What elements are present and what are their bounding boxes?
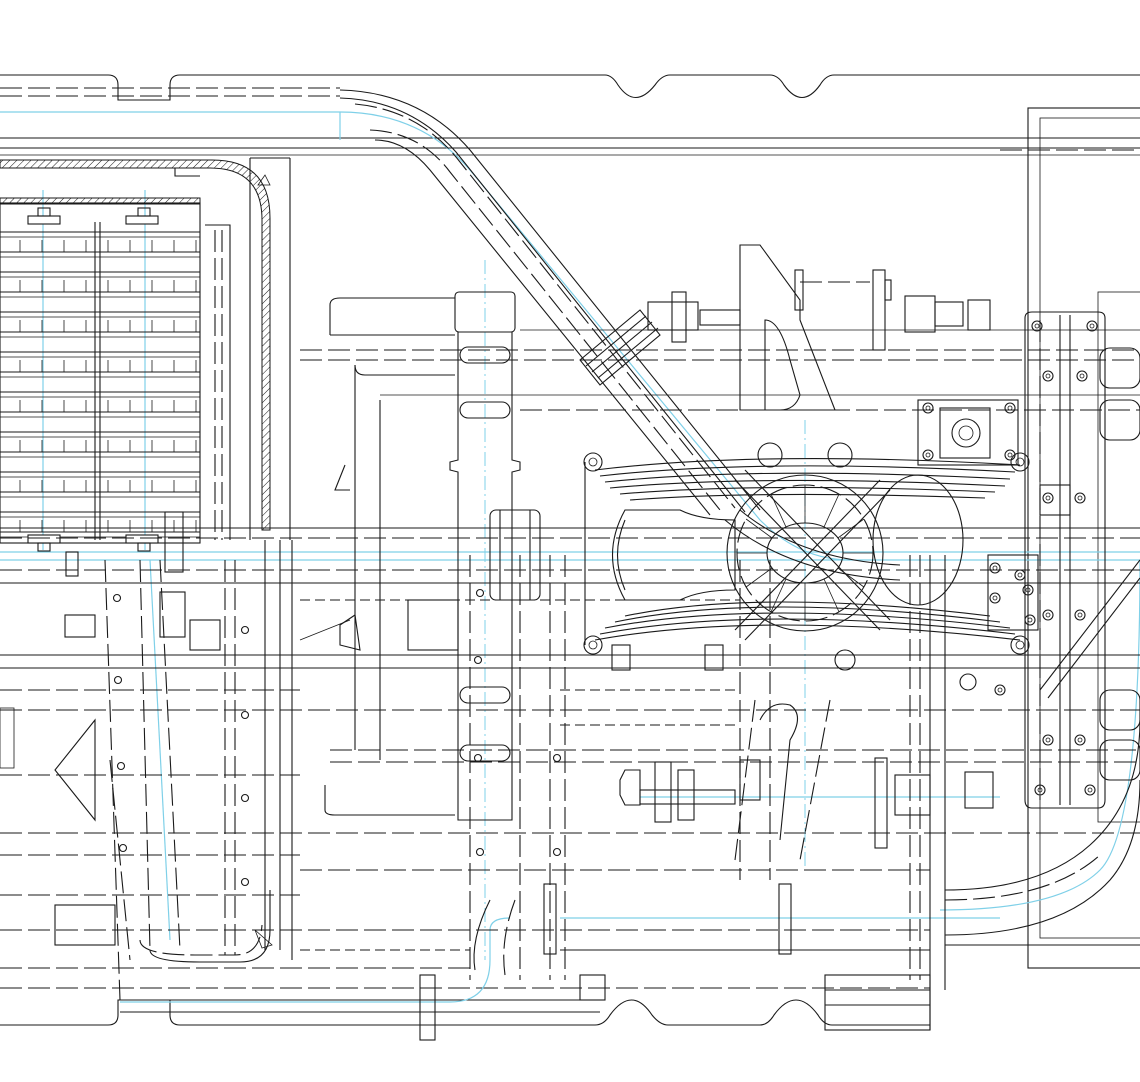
bolt-center [925,452,931,458]
bolt [475,847,485,857]
bolt [1042,370,1054,382]
grille-bars [0,231,200,538]
bolt [1024,614,1036,626]
diff-rib [823,578,840,613]
bolt [1074,492,1086,504]
bolt [1074,609,1086,621]
bolt-center [992,565,998,571]
bolt-center [1079,373,1085,379]
frame-rail-left [449,291,566,980]
lower-bracket [611,644,994,849]
bolt [1084,784,1096,796]
bolt-center [997,687,1003,693]
bolt [552,753,562,763]
bolt [922,402,934,414]
bolt-center [1034,323,1040,329]
bolt-center [1027,617,1033,623]
bolt [989,592,1001,604]
upper-bracket [647,244,991,411]
engine-block [300,297,1140,816]
diff-rib [745,518,773,539]
bolt-center [1077,495,1083,501]
bolt [1076,370,1088,382]
radiator-grille [0,197,201,552]
diff-rib [837,518,865,539]
bolt [118,843,128,853]
bolt [1042,609,1054,621]
bolt [994,684,1006,696]
bolt [240,625,250,635]
main-rails [0,527,1140,951]
differential [726,442,977,861]
front-frame [0,511,562,1001]
bolt [473,655,483,665]
bolt [1042,734,1054,746]
bolt [989,562,1001,574]
bolt [1086,320,1098,332]
bolt-center [1007,452,1013,458]
bolt [1022,584,1034,596]
frame-bracket-right [917,311,1140,809]
bolt [1034,784,1046,796]
bolt [113,675,123,685]
bolt-center [1037,787,1043,793]
bolt-center [1017,572,1023,578]
drive-tube [339,89,901,581]
centerlines [0,111,1140,1003]
bolt [1004,449,1016,461]
bolt-center [992,595,998,601]
bolt [240,793,250,803]
diff-rib [770,493,787,528]
bolt-center [1077,612,1083,618]
misc-dashed [299,599,740,951]
bolt-center [1087,787,1093,793]
bolt-center [1045,612,1051,618]
bolt [1031,320,1043,332]
bolt [116,761,126,771]
bolt-center [925,405,931,411]
radiator-shroud [0,157,291,540]
bolt [240,710,250,720]
bolt [1042,492,1054,504]
bolt [112,593,122,603]
differential-ribs [737,485,873,621]
bolt [552,847,562,857]
bolt [1074,734,1086,746]
rear-rails [419,555,1140,1041]
bolt-center [1025,587,1031,593]
bolt [922,449,934,461]
diff-rib [823,493,840,528]
diff-rib [770,578,787,613]
bolt [1014,569,1026,581]
bolt-center [1089,323,1095,329]
bracket-bolts [922,320,1098,796]
bolt-center [1007,405,1013,411]
body-outline [0,74,1140,1026]
front-bolts [112,588,562,887]
bolt-center [1045,495,1051,501]
diff-rib [745,567,773,588]
bolt-center [1045,737,1051,743]
bolt-center [1045,373,1051,379]
bolt [240,877,250,887]
bolt [475,588,485,598]
bolt [1004,402,1016,414]
bolt-center [1077,737,1083,743]
diff-rib [837,567,865,588]
